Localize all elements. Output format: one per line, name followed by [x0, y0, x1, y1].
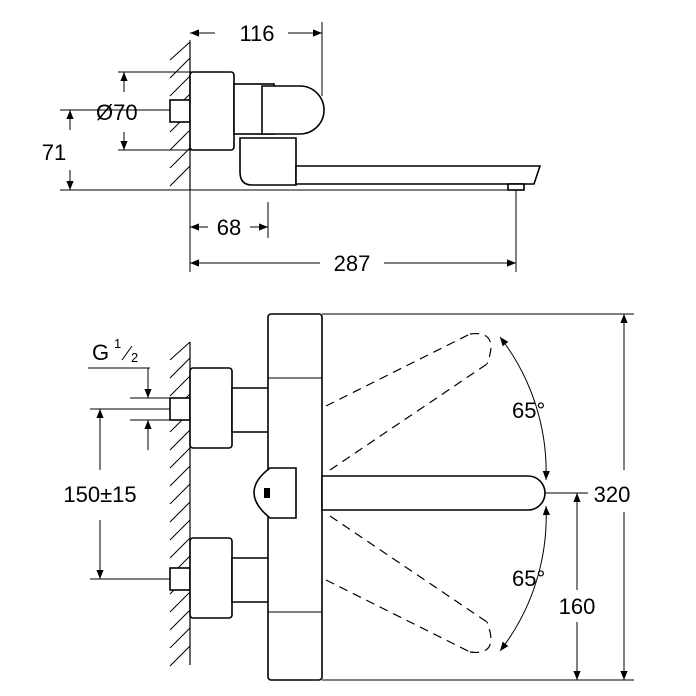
dim-160: 160 [559, 594, 596, 619]
angle-arc-lower [499, 505, 551, 652]
diverter-indicator [264, 488, 270, 498]
spout-swivel-ghost-upper [325, 332, 492, 471]
aerator-top [507, 183, 525, 191]
thread-label: G [92, 340, 109, 365]
spout-top [295, 165, 542, 185]
angle-lower: 65° [512, 566, 545, 591]
wall-connector-upper [169, 397, 191, 421]
dim-287: 287 [334, 251, 371, 276]
dim-320: 320 [594, 482, 631, 507]
escutcheon-upper [189, 367, 233, 449]
spout-front [321, 475, 546, 511]
escutcheon-top [189, 71, 235, 151]
dim-diameter: Ø70 [96, 100, 138, 125]
thread-denominator: 2 [131, 350, 138, 365]
spout-block-top [239, 137, 297, 186]
dim-spacing: 150±15 [63, 482, 136, 507]
wall-hatch-front [169, 341, 191, 667]
dim-68: 68 [217, 215, 241, 240]
angle-upper: 65° [512, 398, 545, 423]
spout-swivel-ghost-lower [325, 515, 492, 654]
dim-71: 71 [42, 140, 66, 165]
front-view: 65° 65° G 1 2 150±15 320 160 [63, 313, 634, 681]
diverter-boss [253, 467, 297, 519]
wall-connector-top [169, 99, 191, 123]
thread-numerator: 1 [114, 336, 121, 351]
top-view: 116 Ø70 71 68 287 [42, 21, 542, 276]
dim-116: 116 [239, 21, 274, 46]
angle-arc-upper [499, 336, 550, 481]
handle-top [261, 85, 325, 135]
escutcheon-lower [189, 537, 233, 619]
wall-connector-lower [169, 567, 191, 591]
